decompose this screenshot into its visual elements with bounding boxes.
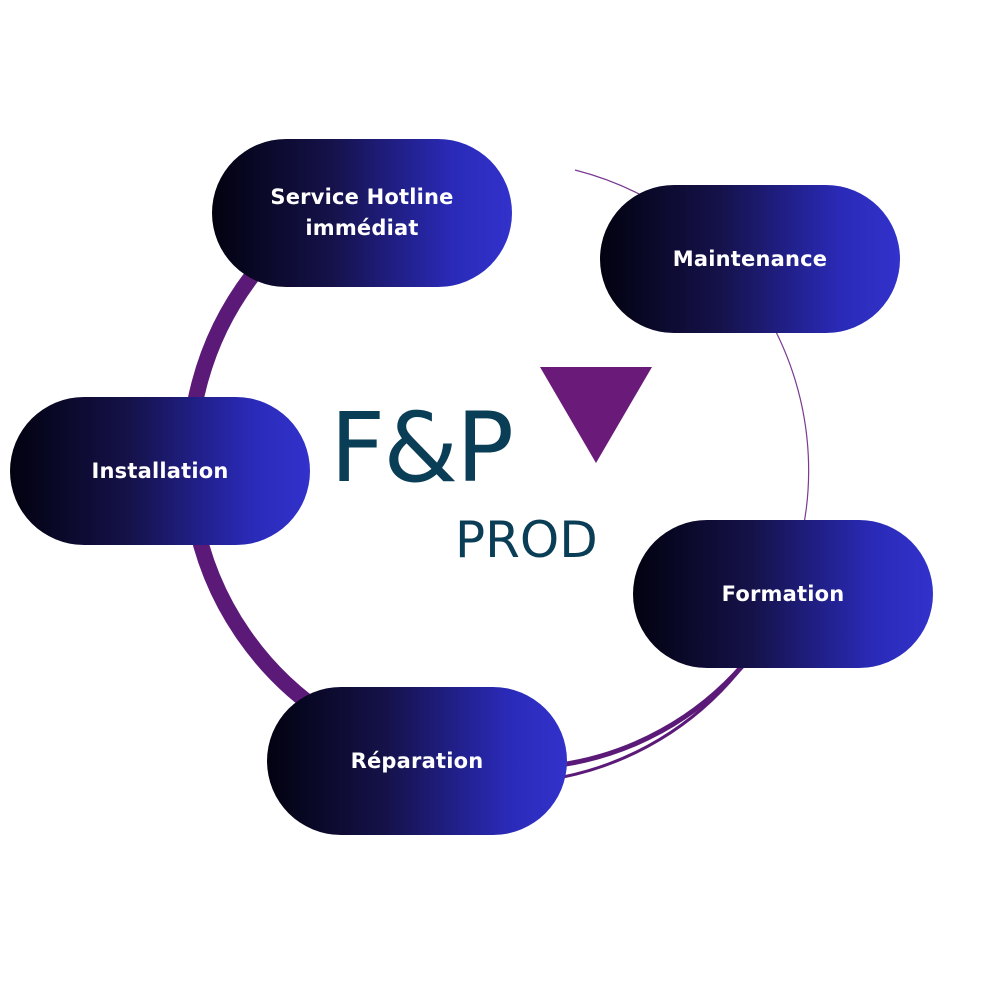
node-label: Maintenance [672, 246, 828, 271]
node-maintenance: Maintenance [600, 185, 900, 333]
logo-title: F&P [330, 392, 514, 504]
node-label: Installation [91, 458, 229, 483]
node-service-hotline: Service Hotline immédiat [212, 139, 512, 287]
node-reparation: Réparation [267, 687, 567, 835]
logo-triangle-icon [540, 367, 652, 463]
node-label: Réparation [350, 748, 484, 773]
node-formation: Formation [633, 520, 933, 668]
node-label: Service Hotline immédiat [270, 185, 454, 240]
node-label: Formation [721, 581, 845, 606]
ring-lower-arc-inner [562, 671, 740, 779]
node-installation: Installation [10, 397, 310, 545]
logo-subtitle: PROD [455, 511, 598, 569]
ring-lower-arc-outer [559, 662, 746, 768]
